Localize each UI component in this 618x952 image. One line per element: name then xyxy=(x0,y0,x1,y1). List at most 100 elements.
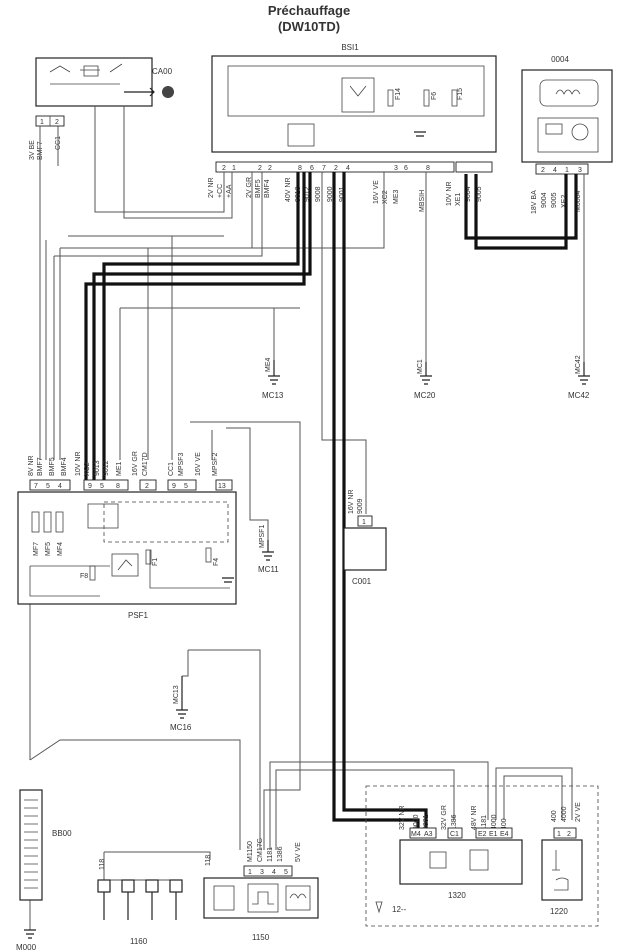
bsi1-wire-label: BMF4 xyxy=(264,179,271,198)
bsi1-wire-label: 9000 xyxy=(327,186,334,202)
component-bb00: BB00 xyxy=(19,789,72,901)
ca00-pin-1: 1 xyxy=(40,119,44,126)
psf1-pin: 4 xyxy=(58,483,62,490)
psf1-wire-label: CC1 xyxy=(168,462,175,476)
bsi1-wire-label: 40V NR xyxy=(285,177,292,202)
thick-wire xyxy=(332,172,420,828)
psf1-wire-label: 16V VE xyxy=(195,452,202,476)
c1150-wire-label: 1181 xyxy=(267,847,274,862)
component-psf1: 7 5 4 9 5 8 2 9 5 13 8V NR BMF7 BMF5 BMF… xyxy=(17,451,237,620)
glow-plug-icon xyxy=(169,879,183,893)
c1320-wire-label: 32V NR xyxy=(399,805,406,830)
c1320-connector-2 xyxy=(447,827,463,839)
wire xyxy=(45,235,224,460)
c1320-connector-1 xyxy=(409,827,437,839)
thick-wire xyxy=(474,174,568,250)
ground-label: MC20 xyxy=(414,391,436,400)
heater-coil-icon xyxy=(289,893,307,899)
c1220-wire-label: 2V VE xyxy=(575,802,582,822)
ground-mc20: MC1 MC20 xyxy=(414,359,436,400)
glow-plug-lamp-icon xyxy=(555,89,581,95)
key-icon xyxy=(124,87,155,97)
ground-label: MC11 xyxy=(258,565,279,574)
c1160-side-label: 118 xyxy=(99,859,106,870)
bsi1-pin: 8 xyxy=(298,165,302,172)
c1320-chip-icon xyxy=(429,851,447,869)
bsi1-pin: 2 xyxy=(222,165,226,172)
c1150-pin: 3 xyxy=(260,869,264,876)
component-0004: 0004 2 4 1 3 18V BA 9004 9005 XE2 M0004 xyxy=(521,55,613,214)
ground-label: MC42 xyxy=(568,391,590,400)
ground-tag: ME4 xyxy=(265,358,272,373)
c1220-label: 1220 xyxy=(550,907,568,916)
ca00-box xyxy=(35,57,153,107)
c1150-connector xyxy=(243,865,293,877)
psf1-wire-label: MPSF3 xyxy=(178,453,185,476)
bsi1-fuse-f6: F6 xyxy=(431,92,438,100)
c1320-box xyxy=(399,839,523,885)
ground-mc13: ME4 MC13 xyxy=(262,358,284,401)
bsi1-wire-label: +AA xyxy=(226,184,233,198)
wire xyxy=(188,649,261,850)
c1150-wire-label: 5V VE xyxy=(295,842,302,862)
c1320-wire-label: 1386 xyxy=(451,814,458,830)
bsi1-pin: 8 xyxy=(426,165,430,172)
bsi1-ground-icon xyxy=(414,131,426,137)
c1320-pin: M4 xyxy=(411,831,421,838)
c0004-wire-label: 9005 xyxy=(551,192,558,208)
temperature-sensor-icon xyxy=(552,850,569,891)
ca00-wire-1-color: 3V BE xyxy=(29,140,36,160)
psf1-connector-3 xyxy=(139,479,157,491)
ground-tag: MC1 xyxy=(417,359,424,374)
bsi1-wire-label: 16V VE xyxy=(373,180,380,204)
thick-wire xyxy=(102,172,300,480)
c1320-pin: E4 xyxy=(500,831,509,838)
c0004-pin: 4 xyxy=(553,167,557,174)
wire xyxy=(147,172,385,460)
psf1-fuse: MF5 xyxy=(45,542,52,556)
c1220-pin: 1 xyxy=(557,831,561,838)
psf1-pin: 5 xyxy=(46,483,50,490)
relay-coil-icon xyxy=(349,85,367,97)
bsi1-wire-label: MBSIH xyxy=(419,190,426,212)
c1150-pin: 5 xyxy=(284,869,288,876)
bsi1-module xyxy=(287,123,315,147)
c001-box xyxy=(343,527,387,571)
c0004-wire-label: 18V BA xyxy=(531,190,538,214)
psf1-fuse: F8 xyxy=(80,573,88,580)
psf1-fuse: MF7 xyxy=(33,542,40,556)
bsi1-fuse-f14: F14 xyxy=(395,88,402,100)
ground-mc42: MC42 MC42 xyxy=(568,355,590,400)
c1160-label: 1160 xyxy=(130,937,148,946)
psf1-pin: 13 xyxy=(218,483,226,490)
bsi1-fuse-f15: F15 xyxy=(457,88,464,100)
ground-label: MC13 xyxy=(262,391,284,400)
c12-label: 12-- xyxy=(392,905,407,914)
c001-wire-label: 16V NR xyxy=(348,489,355,514)
wire xyxy=(226,427,269,540)
c1320-connector-3 xyxy=(475,827,513,839)
c1320-wire-label: 400 xyxy=(501,818,508,830)
bsi1-pin: 7 xyxy=(322,165,326,172)
engine-ecu-group xyxy=(365,785,599,927)
c1320-wire-label: 48V NR xyxy=(471,805,478,830)
bsi1-wire-label: 2V GR xyxy=(246,177,253,198)
bsi1-wire-label: 9004 xyxy=(465,186,472,202)
psf1-connector-2 xyxy=(83,479,129,491)
c001-label: C001 xyxy=(352,577,372,586)
sensor-icon xyxy=(375,901,383,914)
component-1320: 32V NR 9000 9001 32V GR 1386 48V NR 1181… xyxy=(375,805,523,914)
c1320-pin: E1 xyxy=(489,831,498,838)
ground-mc16: MC13 MC16 xyxy=(170,676,192,732)
c0004-pin: 1 xyxy=(565,167,569,174)
c1150-label: 1150 xyxy=(252,933,270,942)
psf1-connector-5 xyxy=(215,479,233,491)
c1320-wire-label: 4000 xyxy=(491,814,498,830)
ground-label: M000 xyxy=(16,943,37,952)
c1150-wire-label: CM17G xyxy=(257,838,264,862)
bsi1-pin: 2 xyxy=(268,165,272,172)
c001-wire-label: 9009 xyxy=(357,498,364,514)
wire xyxy=(182,650,189,677)
ground-icon xyxy=(176,676,188,719)
ca00-contact-block xyxy=(83,65,99,77)
